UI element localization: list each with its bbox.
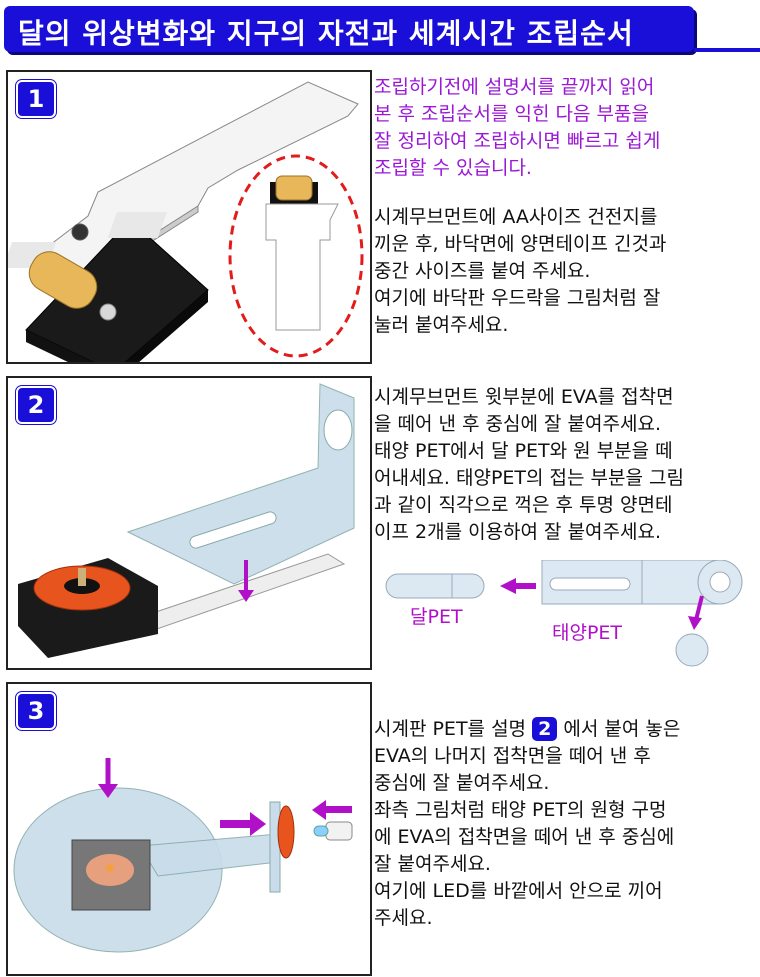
step-3-text: 시계판 PET를 설명 2 에서 붙여 놓은 EVA의 나머지 접착면을 떼어 … xyxy=(374,716,758,932)
step-2-line-3: 태양 PET에서 달 PET와 원 부분을 떼 xyxy=(374,440,673,462)
step-2-line-1: 시계무브먼트 윗부분에 EVA를 접착면 xyxy=(374,386,674,408)
step-2-illustration: 2 xyxy=(6,376,372,670)
title-banner: 달의 위상변화와 지구의 자전과 세계시간 조립순서 xyxy=(4,6,694,52)
step-3-line-6: 잘 붙여주세요. xyxy=(374,853,491,875)
step-3-line-1-before: 시계판 PET를 설명 xyxy=(374,718,527,740)
step-1-intro-line-2: 본 후 조립순서를 익힌 다음 부품을 xyxy=(374,103,649,125)
step-1-number: 1 xyxy=(16,80,56,118)
step-3-line-1-after: 에서 붙여 놓은 xyxy=(563,718,681,740)
step-1-line-2: 끼운 후, 바닥면에 양면테이프 긴것과 xyxy=(374,233,667,255)
step-1-text: 조립하기전에 설명서를 끝까지 읽어 본 후 조립순서를 익힌 다음 부품을 잘… xyxy=(374,74,754,339)
step-3-line-5: 에 EVA의 접착면을 떼어 낸 후 중심에 xyxy=(374,826,675,848)
step-1-line-4: 여기에 바닥판 우드락을 그림처럼 잘 xyxy=(374,287,661,309)
step-2-text: 시계무브먼트 윗부분에 EVA를 접착면 을 떼어 낸 후 중심에 잘 붙여주세… xyxy=(374,384,758,546)
step-1-intro-line-1: 조립하기전에 설명서를 끝까지 읽어 xyxy=(374,76,655,98)
moon-pet-label: 달PET xyxy=(410,606,463,628)
step-3-line-1: 시계판 PET를 설명 2 에서 붙여 놓은 xyxy=(374,716,758,743)
step-1-line-1: 시계무브먼트에 AA사이즈 건전지를 xyxy=(374,206,658,228)
step-3-drawing xyxy=(13,758,353,953)
step-1-drawing xyxy=(8,81,364,362)
step-3-line-3: 중심에 잘 붙여주세요. xyxy=(374,772,550,794)
step-3-line-7: 여기에 LED를 바깥에서 안으로 끼어 xyxy=(374,880,663,902)
step-1-illustration: 1 xyxy=(6,70,372,364)
step-2-line-2: 을 떼어 낸 후 중심에 잘 붙여주세요. xyxy=(374,413,661,435)
sun-pet-label: 태양PET xyxy=(552,622,623,644)
title-underline xyxy=(694,48,760,52)
step-1-intro-line-4: 조립할 수 있습니다. xyxy=(374,157,532,179)
step-3-line-4: 좌측 그림처럼 태양 PET의 원형 구멍 xyxy=(374,799,667,821)
step-2-reference-badge: 2 xyxy=(532,717,558,741)
page-title: 달의 위상변화와 지구의 자전과 세계시간 조립순서 xyxy=(18,17,634,50)
step-2-number: 2 xyxy=(16,386,56,424)
step-3-number: 3 xyxy=(16,692,56,730)
step-3-line-8: 주세요. xyxy=(374,907,433,929)
step-3-line-2: EVA의 나머지 접착면을 떼어 낸 후 xyxy=(374,745,651,767)
step-2-line-5: 과 같이 직각으로 꺽은 후 투명 양면테 xyxy=(374,494,673,516)
step-3-illustration: 3 xyxy=(6,682,372,976)
step-2-line-6: 이프 2개를 이용하여 잘 붙여주세요. xyxy=(374,521,662,543)
step-2-drawing xyxy=(18,383,355,658)
step-2-pet-diagram xyxy=(385,560,743,667)
step-1-line-5: 눌러 붙여주세요. xyxy=(374,314,509,336)
step-1-line-3: 중간 사이즈를 붙여 주세요. xyxy=(374,260,591,282)
step-2-line-4: 어내세요. 태양PET의 접는 부분을 그림 xyxy=(374,467,684,489)
step-1-intro-line-3: 잘 정리하여 조립하시면 빠르고 쉽게 xyxy=(374,130,661,152)
